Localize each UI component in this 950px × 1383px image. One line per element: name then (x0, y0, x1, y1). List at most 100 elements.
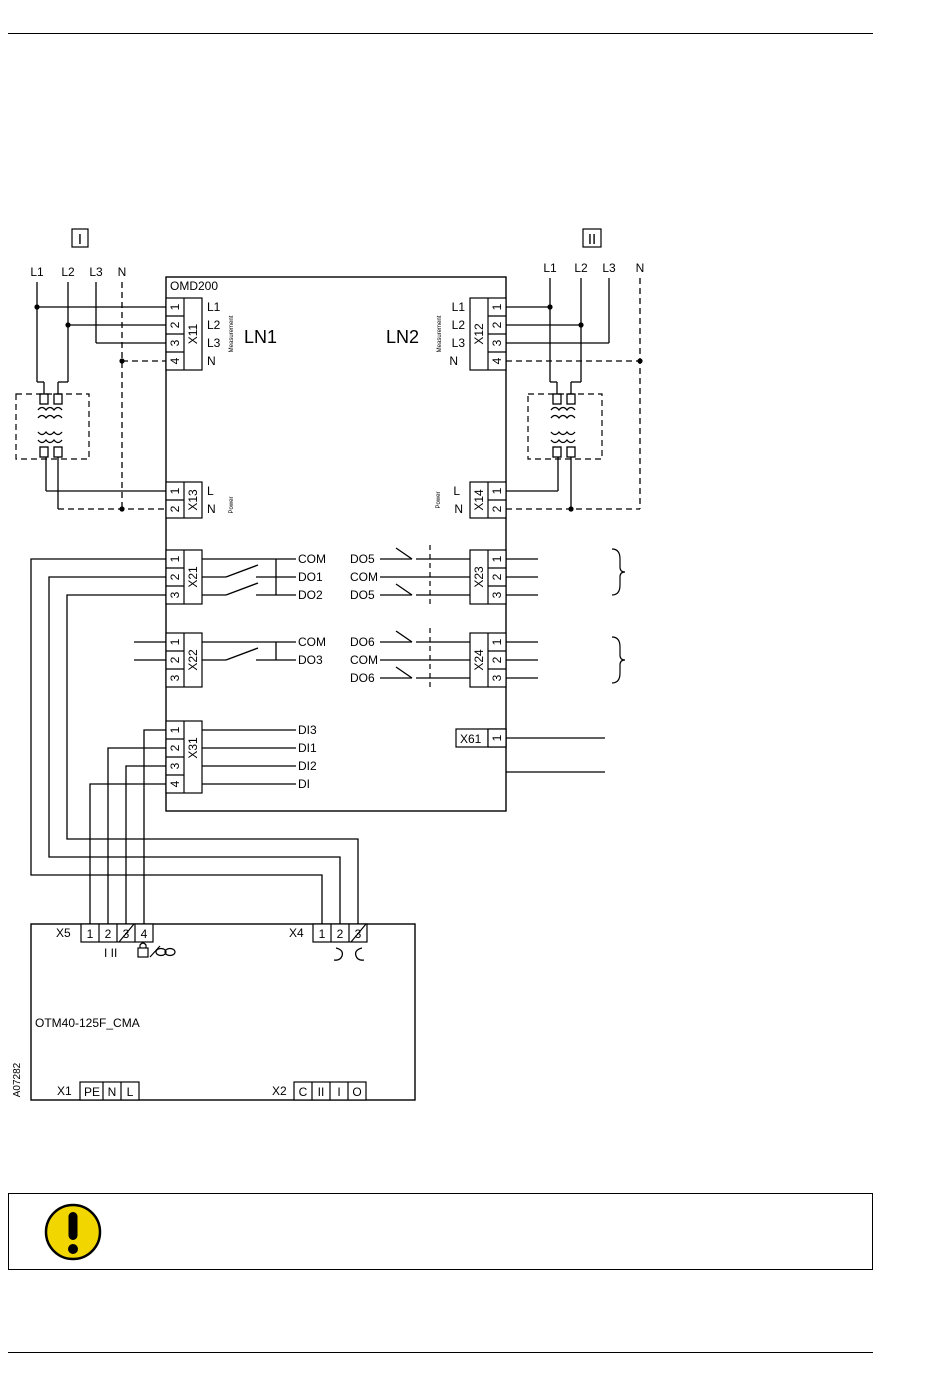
svg-text:1: 1 (168, 487, 182, 494)
control-wiring (30, 558, 359, 924)
svg-text:II: II (318, 1085, 325, 1099)
x23-signal-labels: DO5 COM DO5 (350, 552, 378, 602)
terminal-x21: 1 2 3 X21 (165, 549, 203, 605)
svg-text:1: 1 (168, 303, 182, 310)
otm-switch (30, 923, 416, 1101)
svg-text:L3: L3 (207, 336, 221, 350)
svg-text:2: 2 (168, 656, 182, 663)
x4-label: X4 (289, 926, 304, 940)
svg-text:DO6: DO6 (350, 671, 375, 685)
x31-input-lines (202, 729, 296, 785)
svg-text:PE: PE (84, 1085, 100, 1099)
svg-text:DI1: DI1 (298, 741, 317, 755)
left-l3-label: L3 (89, 265, 103, 279)
terminal-x13: 1 2 X13 L N Power (165, 481, 235, 519)
right-junction-dots (547, 304, 643, 512)
x12-label: X12 (472, 323, 486, 345)
svg-text:DO3: DO3 (298, 653, 323, 667)
x1-label: X1 (57, 1084, 72, 1098)
x24-relay-contacts (380, 630, 538, 679)
x23-brace (611, 548, 626, 596)
svg-text:1: 1 (168, 555, 182, 562)
x21-label: X21 (186, 566, 200, 588)
svg-text:L1: L1 (207, 300, 221, 314)
x61-output-lines (506, 737, 605, 773)
svg-text:L: L (207, 484, 214, 498)
x24-label: X24 (472, 649, 486, 671)
svg-text:3: 3 (490, 591, 504, 598)
svg-text:L1: L1 (452, 300, 466, 314)
left-source-wiring (36, 282, 166, 509)
right-phase-labels: L1 L2 L3 N (543, 261, 644, 275)
x14-label: X14 (472, 489, 486, 511)
x13-label: X13 (186, 489, 200, 511)
svg-text:I: I (337, 1085, 340, 1099)
svg-text:2: 2 (490, 656, 504, 663)
left-l2-label: L2 (61, 265, 75, 279)
x24-brace (611, 636, 626, 684)
chain-link-icon (155, 947, 176, 957)
svg-text:N: N (449, 354, 458, 368)
x13-power-label: Power (229, 496, 235, 513)
right-l2-label: L2 (574, 261, 588, 275)
ln1-label: LN1 (244, 327, 277, 347)
svg-text:DO5: DO5 (350, 588, 375, 602)
x23-label: X23 (472, 566, 486, 588)
svg-text:3: 3 (168, 591, 182, 598)
svg-text:C: C (299, 1085, 308, 1099)
bottom-rule (8, 1352, 873, 1353)
terminal-x31: 1 2 3 4 X31 (165, 720, 203, 794)
svg-text:L3: L3 (452, 336, 466, 350)
otm-terminal-x2: X2 C II I O (272, 1081, 367, 1101)
x24-signal-labels: DO6 COM DO6 (350, 635, 378, 685)
right-neutral-dashed (506, 278, 641, 510)
x21-relay-contacts (202, 558, 296, 596)
svg-text:N: N (207, 354, 216, 368)
svg-text:2: 2 (168, 573, 182, 580)
svg-text:DO1: DO1 (298, 570, 323, 584)
terminal-x24: 1 2 3 X24 (469, 632, 507, 688)
source-two-symbol: II (582, 228, 602, 248)
slash-icon (149, 945, 161, 958)
left-transformer-enclosure (15, 393, 90, 460)
right-l1-label: L1 (543, 261, 557, 275)
svg-text:DI2: DI2 (298, 759, 317, 773)
svg-text:1: 1 (319, 927, 326, 941)
svg-text:COM: COM (350, 653, 378, 667)
svg-text:L: L (127, 1085, 134, 1099)
x5-label: X5 (56, 926, 71, 940)
svg-text:N: N (454, 502, 463, 516)
right-n-label: N (636, 261, 645, 275)
exclamation-warning-icon (44, 1203, 102, 1261)
svg-text:4: 4 (490, 357, 504, 364)
svg-text:DO6: DO6 (350, 635, 375, 649)
svg-text:2: 2 (168, 505, 182, 512)
ln2-label: LN2 (386, 327, 419, 347)
left-phase-labels: L1 L2 L3 N (30, 265, 126, 279)
svg-text:3: 3 (168, 674, 182, 681)
x31-signal-labels: DI3 DI1 DI2 DI (298, 723, 317, 791)
x2-label: X2 (272, 1084, 287, 1098)
terminal-x23: 1 2 3 X23 (469, 549, 507, 605)
svg-text:3: 3 (168, 762, 182, 769)
svg-text:DI: DI (298, 777, 310, 791)
x14-power-label: Power (436, 491, 442, 508)
top-rule (8, 33, 873, 34)
svg-text:4: 4 (168, 780, 182, 787)
right-l3-label: L3 (602, 261, 616, 275)
x11-measurement-label: Measurement (229, 315, 235, 352)
omd200-controller (165, 276, 507, 812)
omd200-title: OMD200 (170, 279, 218, 293)
svg-text:2: 2 (490, 573, 504, 580)
left-junction-dots (34, 304, 125, 512)
terminal-x12: 1 2 3 4 X12 L1 L2 L3 N Measurement (437, 297, 507, 371)
x23-relay-contacts (380, 547, 538, 596)
x22-label: X22 (186, 649, 200, 671)
terminal-x61: X61 1 (455, 728, 507, 748)
svg-text:2: 2 (337, 927, 344, 941)
svg-text:1: 1 (168, 638, 182, 645)
lock-icon (137, 942, 149, 958)
source-two-label: II (588, 231, 596, 248)
x12-measurement-label: Measurement (437, 315, 443, 352)
x22-signal-labels: COM DO3 (298, 635, 326, 667)
